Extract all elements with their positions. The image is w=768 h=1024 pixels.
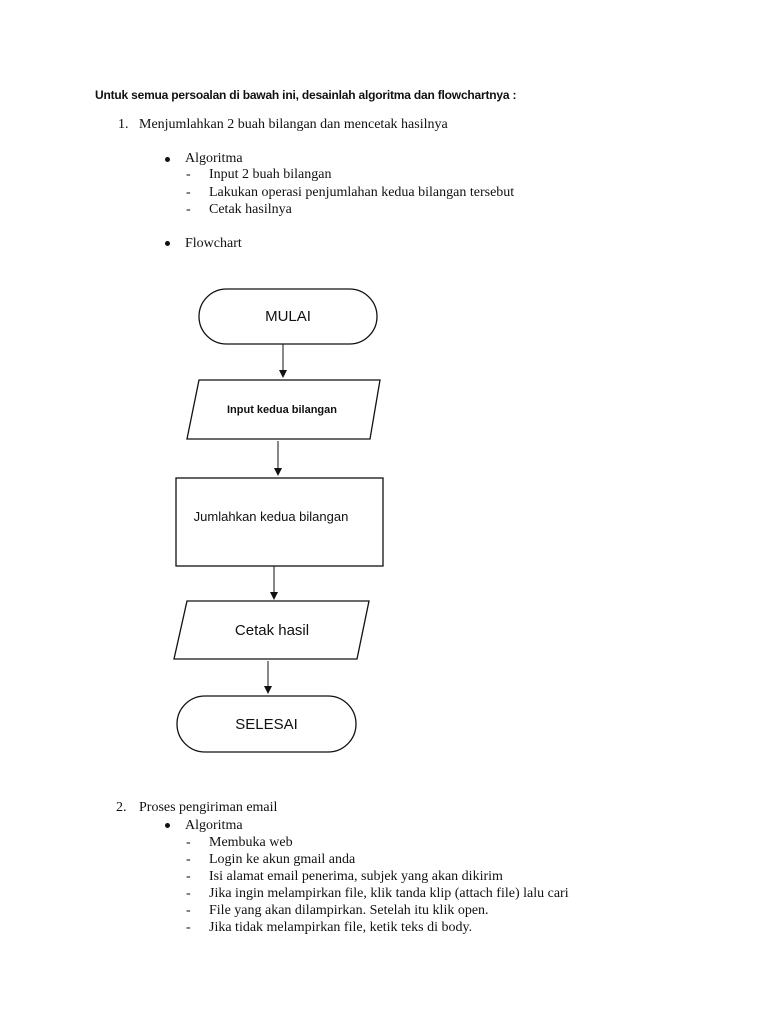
step-2-3: Isi alamat email penerima, subjek yang a… [209,869,503,884]
step-2-1: Membuka web [209,835,293,850]
dash-marker: - [186,185,191,200]
output-parallelogram-shape [173,600,370,660]
dash-marker: - [186,167,191,182]
start-terminal-label: MULAI [265,308,311,325]
input-label: Input kedua bilangan [226,403,337,416]
step-1-2: Lakukan operasi penjumlahan kedua bilang… [209,185,515,200]
start-terminal-shape [198,288,378,345]
section-1-number: 1. [118,117,129,132]
dash-marker: - [186,920,191,935]
step-2-6: Jika tidak melampirkan file, ketik teks … [209,920,473,935]
dash-marker: - [186,903,191,918]
step-1-3: Cetak hasilnya [209,202,292,217]
section-2-title: Proses pengiriman email [139,800,278,815]
bullet-icon [165,241,170,246]
bullet-icon [165,157,170,162]
algoritma-label-2: Algoritma [185,818,243,833]
section-2-number: 2. [116,800,127,815]
process-rectangle-shape [175,477,384,567]
bullet-icon [165,823,170,828]
dash-marker: - [186,202,191,217]
process-label: Jumlahkan kedua bilangan [193,508,349,524]
section-1-title: Menjumlahkan 2 buah bilangan dan menceta… [139,117,448,132]
algoritma-label-1: Algoritma [185,151,243,166]
dash-marker: - [186,886,191,901]
step-2-2: Login ke akun gmail anda [209,852,356,867]
step-2-4: Jika ingin melampirkan file, klik tanda … [209,886,569,901]
flowchart-label: Flowchart [185,236,242,251]
page-heading: Untuk semua persoalan di bawah ini, desa… [95,88,517,102]
input-parallelogram-shape [186,379,381,440]
dash-marker: - [186,869,191,884]
step-1-1: Input 2 buah bilangan [209,167,332,182]
dash-marker: - [186,835,191,850]
end-terminal-shape [176,695,357,753]
end-terminal-label: SELESAI [235,715,298,733]
step-2-5: File yang akan dilampirkan. Setelah itu … [209,903,489,918]
dash-marker: - [186,852,191,867]
output-label: Cetak hasil [234,621,310,639]
